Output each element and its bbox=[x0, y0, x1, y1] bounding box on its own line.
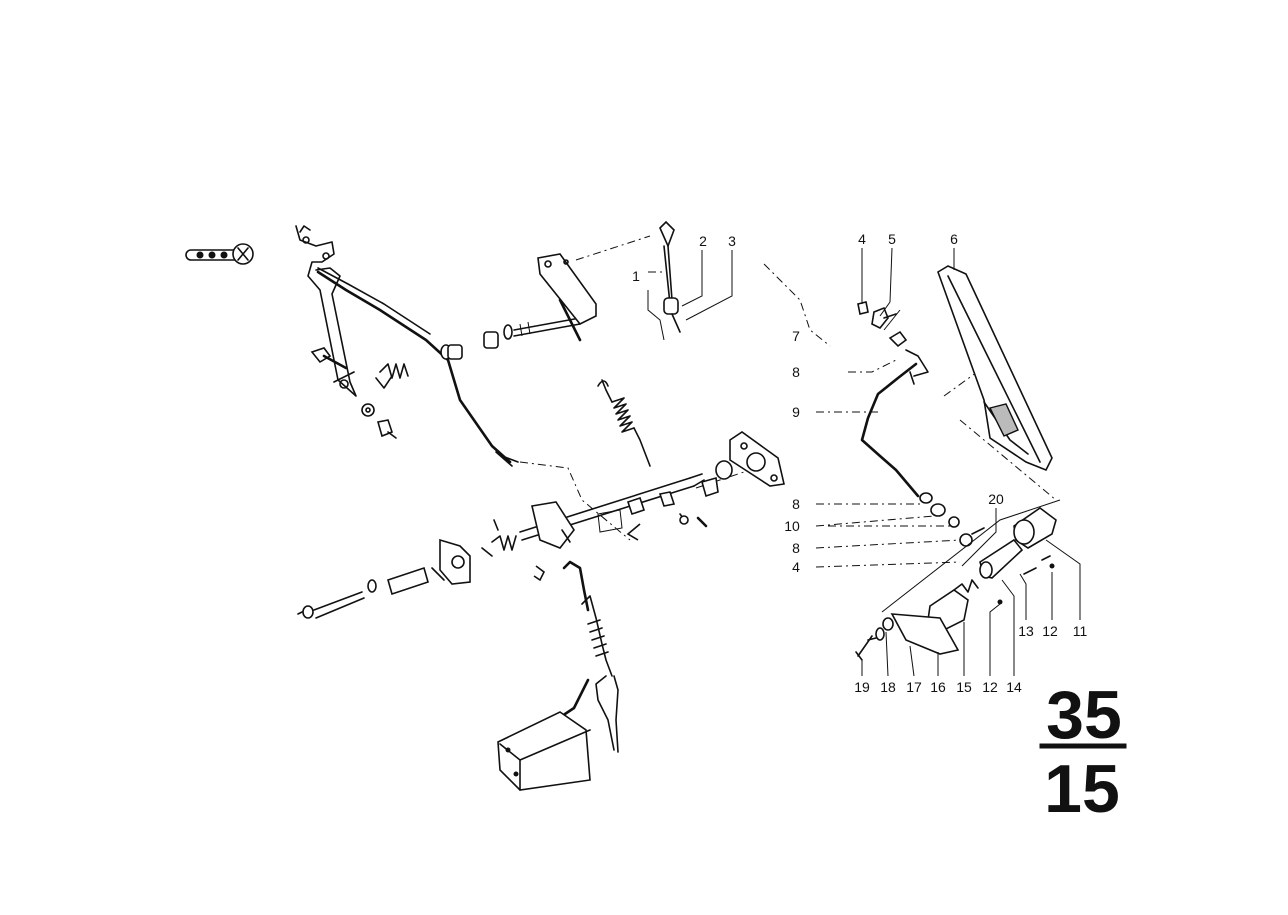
push-rod-assembly-1-2-3 bbox=[647, 220, 681, 341]
callout-18: 18 bbox=[880, 679, 896, 695]
callout-labels: 1 2 3 4 5 6 7 8 9 8 10 8 4 20 11 12 13 1… bbox=[632, 231, 1087, 695]
assembly-reference-lines bbox=[519, 235, 1057, 541]
callout-12-right: 12 bbox=[1042, 623, 1058, 639]
callout-16: 16 bbox=[930, 679, 946, 695]
callout-8-upper: 8 bbox=[792, 364, 800, 380]
callout-9: 9 bbox=[792, 404, 800, 420]
callout-12-lower: 12 bbox=[982, 679, 998, 695]
rod-joint-upper-4-5 bbox=[857, 301, 908, 348]
tension-spring-center bbox=[597, 379, 651, 467]
callout-7: 7 bbox=[792, 328, 800, 344]
pedal-plate-6 bbox=[937, 265, 1053, 472]
callout-leader-lines bbox=[648, 247, 1081, 677]
ball-joints-8-10-4 bbox=[930, 503, 985, 547]
bolt-and-nut-set-left bbox=[310, 347, 397, 439]
pedal-stop-assembly-11-20 bbox=[855, 499, 1061, 661]
callout-8-lower: 8 bbox=[792, 540, 800, 556]
callout-15: 15 bbox=[956, 679, 972, 695]
mounting-plate-right bbox=[701, 431, 785, 498]
callout-6: 6 bbox=[950, 231, 958, 247]
callout-3: 3 bbox=[728, 233, 736, 249]
callout-5: 5 bbox=[888, 231, 896, 247]
callout-10: 10 bbox=[784, 518, 800, 534]
callout-17: 17 bbox=[906, 679, 922, 695]
callout-1: 1 bbox=[632, 268, 640, 284]
pedal-shaft-main bbox=[519, 473, 705, 549]
callout-8-middle: 8 bbox=[792, 496, 800, 512]
connecting-rod-9 bbox=[860, 349, 933, 504]
group-code-top: 35 bbox=[1046, 677, 1122, 753]
callout-4-lower: 4 bbox=[792, 559, 800, 575]
group-code-bottom: 15 bbox=[1044, 751, 1120, 827]
group-code-badge: 35 15 bbox=[1039, 677, 1127, 827]
upper-shaft-bushings bbox=[440, 317, 581, 360]
callout-14: 14 bbox=[1006, 679, 1022, 695]
pedal-pad bbox=[497, 711, 591, 791]
callout-19: 19 bbox=[854, 679, 870, 695]
callout-2: 2 bbox=[699, 233, 707, 249]
pedal-bracket bbox=[295, 225, 519, 467]
callout-4-upper: 4 bbox=[858, 231, 866, 247]
return-spring-upper bbox=[375, 363, 409, 389]
callout-11: 11 bbox=[1073, 623, 1088, 639]
callout-13: 13 bbox=[1018, 623, 1034, 639]
pedal-lever-upper bbox=[537, 253, 597, 342]
callout-20: 20 bbox=[988, 491, 1004, 507]
lower-shaft-components bbox=[297, 519, 517, 619]
group-code-divider bbox=[1039, 743, 1127, 749]
clip-and-pin-set bbox=[533, 513, 708, 582]
vehicle-orientation-icon bbox=[185, 243, 254, 265]
